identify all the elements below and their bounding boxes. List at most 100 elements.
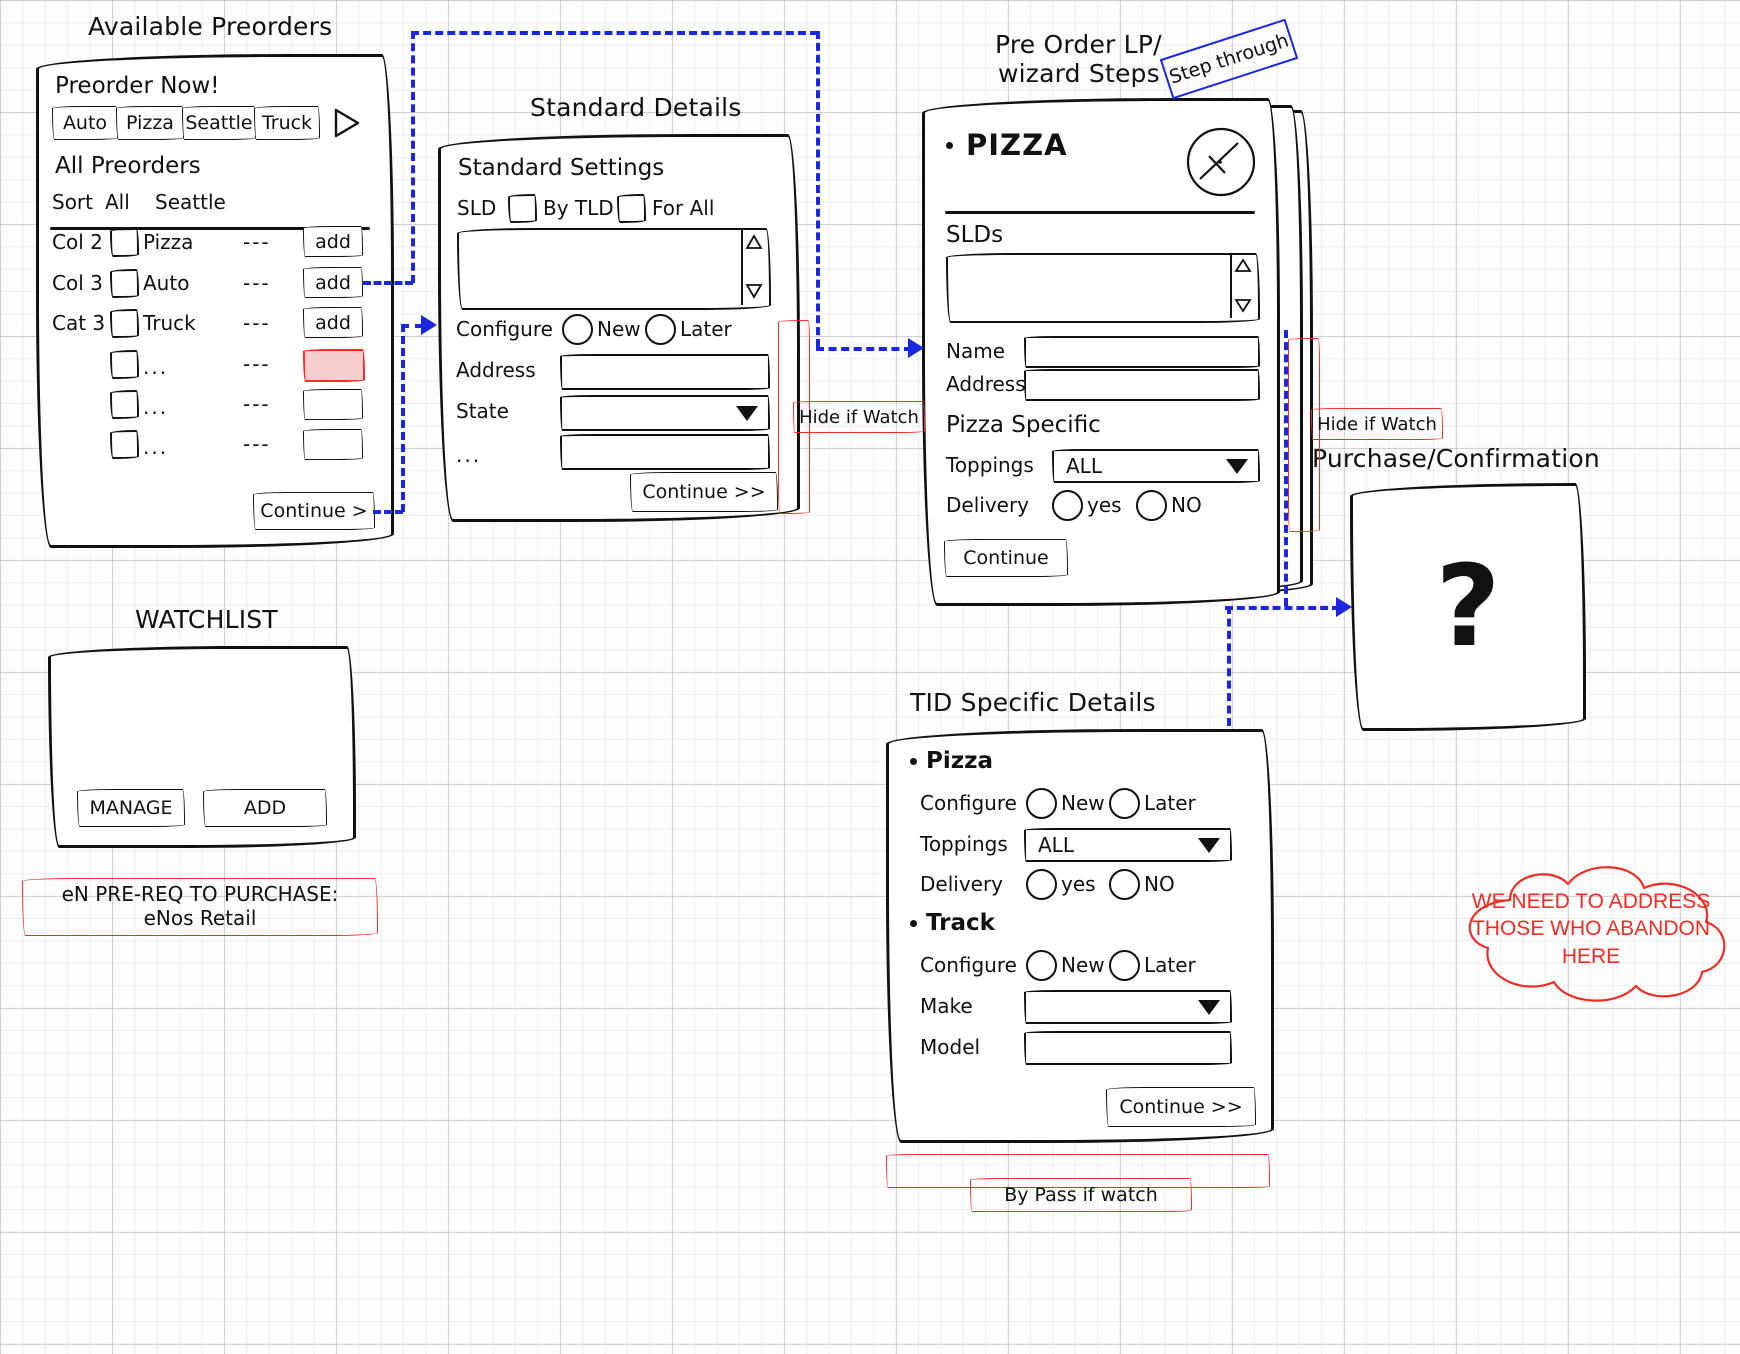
row-add-button-highlighted[interactable] xyxy=(303,349,365,382)
delivery-no-radio[interactable] xyxy=(1136,490,1167,521)
tid-continue-button[interactable]: Continue >> xyxy=(1106,1087,1256,1127)
configure-later-radio[interactable] xyxy=(645,314,676,345)
flow-arrowhead-into-lp xyxy=(908,338,924,358)
table-row-sort: Cat 3 xyxy=(52,311,106,335)
pizza-toppings-select[interactable]: ALL xyxy=(1024,828,1232,862)
row-add-button[interactable]: add xyxy=(303,226,363,257)
scroll-down-icon[interactable] xyxy=(745,283,763,299)
pizza-section-divider xyxy=(945,211,1255,214)
extra-input[interactable] xyxy=(560,434,770,470)
table-row-name: Pizza xyxy=(143,230,194,254)
pizza-delivery-no-radio[interactable] xyxy=(1109,869,1140,900)
flow-line-up-left xyxy=(411,31,415,283)
pizza-bullet-dot xyxy=(946,142,953,149)
address-input[interactable] xyxy=(1024,369,1260,401)
state-select[interactable] xyxy=(560,395,770,431)
pizza-delivery-no-label: NO xyxy=(1144,872,1175,896)
table-row-sort: Col 3 xyxy=(52,271,103,295)
row-checkbox[interactable] xyxy=(110,269,139,298)
category-tab-truck[interactable]: Truck xyxy=(254,106,320,140)
scroll-up-icon[interactable] xyxy=(1234,258,1252,273)
address-input[interactable] xyxy=(560,354,770,390)
table-row-name: Auto xyxy=(143,271,190,295)
watchlist-title: WATCHLIST xyxy=(135,605,278,634)
flow-line-continue-out xyxy=(373,510,403,514)
name-label: Name xyxy=(946,339,1006,363)
pizza-configure-new-label: New xyxy=(1061,791,1105,815)
tid-group-bullet-dot xyxy=(910,758,917,765)
pizza-delivery-yes-radio[interactable] xyxy=(1026,869,1057,900)
table-row-name: ... xyxy=(143,435,169,459)
watchlist-manage-button[interactable]: MANAGE xyxy=(77,789,185,827)
pre-order-lp-continue-button[interactable]: Continue xyxy=(944,539,1068,577)
row-checkbox[interactable] xyxy=(110,390,139,419)
flow-line-tid-up xyxy=(1227,606,1231,726)
sld-list-scrollbar[interactable] xyxy=(741,229,768,305)
standard-details-continue-button[interactable]: Continue >> xyxy=(630,472,778,512)
column-header-seattle[interactable]: Seattle xyxy=(155,190,226,214)
purchase-confirmation-panel: ? xyxy=(1350,483,1586,731)
hide-if-watch-label-box-1: Hide if Watch xyxy=(793,401,925,433)
row-add-button[interactable]: add xyxy=(303,307,363,338)
toppings-select[interactable]: ALL xyxy=(1052,449,1260,483)
for-all-checkbox[interactable] xyxy=(617,194,646,223)
scroll-up-icon[interactable] xyxy=(745,234,763,250)
row-add-button[interactable] xyxy=(303,389,363,420)
track-configure-new-radio[interactable] xyxy=(1026,950,1057,981)
table-row-dashes: --- xyxy=(243,392,271,416)
flow-line-lp-right-down xyxy=(1284,330,1288,606)
by-pass-if-watch-label-box: By Pass if watch xyxy=(970,1178,1192,1212)
category-tab-auto[interactable]: Auto xyxy=(52,106,118,140)
category-tab-pizza[interactable]: Pizza xyxy=(116,106,184,140)
row-checkbox[interactable] xyxy=(110,350,139,379)
flow-line-continue-up xyxy=(401,324,405,512)
flow-arrowhead-into-standard xyxy=(421,315,437,335)
watchlist-add-button[interactable]: ADD xyxy=(203,789,327,827)
tid-specific-details-panel xyxy=(886,729,1274,1143)
track-model-input[interactable] xyxy=(1024,1031,1232,1065)
abandon-cloud-line1: WE NEED TO ADDRESS xyxy=(1471,890,1711,913)
row-checkbox[interactable] xyxy=(110,430,139,459)
abandon-cloud-line2: THOSE WHO ABANDON xyxy=(1471,917,1711,941)
row-checkbox[interactable] xyxy=(110,309,139,338)
toppings-label: Toppings xyxy=(946,453,1034,477)
slds-list-scrollbar[interactable] xyxy=(1230,254,1257,318)
column-header-all[interactable]: All xyxy=(105,190,130,214)
play-triangle-icon[interactable] xyxy=(330,106,364,140)
column-header-sort[interactable]: Sort xyxy=(52,190,93,214)
flow-arrowhead-to-purchase xyxy=(1336,597,1352,617)
row-checkbox[interactable] xyxy=(110,228,139,257)
track-model-label: Model xyxy=(920,1035,981,1059)
track-configure-later-radio[interactable] xyxy=(1109,950,1140,981)
track-make-select[interactable] xyxy=(1024,990,1232,1024)
table-row-name: ... xyxy=(143,395,169,419)
standard-details-title: Standard Details xyxy=(530,93,742,122)
slds-list-box[interactable] xyxy=(946,253,1260,323)
purchase-confirmation-title: Purchase/Confirmation xyxy=(1312,444,1600,473)
address-label: Address xyxy=(946,372,1026,396)
table-row-sort: Col 2 xyxy=(52,230,103,254)
available-preorders-continue-button[interactable]: Continue > xyxy=(253,492,375,530)
flow-line-to-purchase xyxy=(1225,606,1340,610)
address-label: Address xyxy=(456,358,536,382)
row-add-button[interactable]: add xyxy=(303,267,363,298)
configure-new-radio[interactable] xyxy=(562,314,593,345)
abandon-cloud-shape xyxy=(1468,866,1726,1002)
tid-group-name-pizza: Pizza xyxy=(926,748,994,774)
sld-list-box[interactable] xyxy=(457,228,771,310)
scroll-down-icon[interactable] xyxy=(1234,298,1252,313)
pizza-delivery-yes-label: yes xyxy=(1061,872,1096,896)
delivery-yes-radio[interactable] xyxy=(1052,490,1083,521)
delivery-yes-label: yes xyxy=(1087,493,1122,517)
standard-settings-heading: Standard Settings xyxy=(458,155,665,181)
by-tld-checkbox[interactable] xyxy=(508,194,537,223)
pizza-configure-new-radio[interactable] xyxy=(1026,788,1057,819)
chevron-down-icon xyxy=(1198,999,1220,1015)
category-tab-seattle[interactable]: Seattle xyxy=(182,106,256,140)
hide-if-watch-label-box-2: Hide if Watch xyxy=(1311,408,1443,440)
slds-label: SLDs xyxy=(946,222,1004,248)
row-add-button[interactable] xyxy=(303,429,363,460)
name-input[interactable] xyxy=(1024,336,1260,368)
pre-order-lp-title-line2: wizard Steps xyxy=(998,59,1160,88)
pizza-configure-later-radio[interactable] xyxy=(1109,788,1140,819)
